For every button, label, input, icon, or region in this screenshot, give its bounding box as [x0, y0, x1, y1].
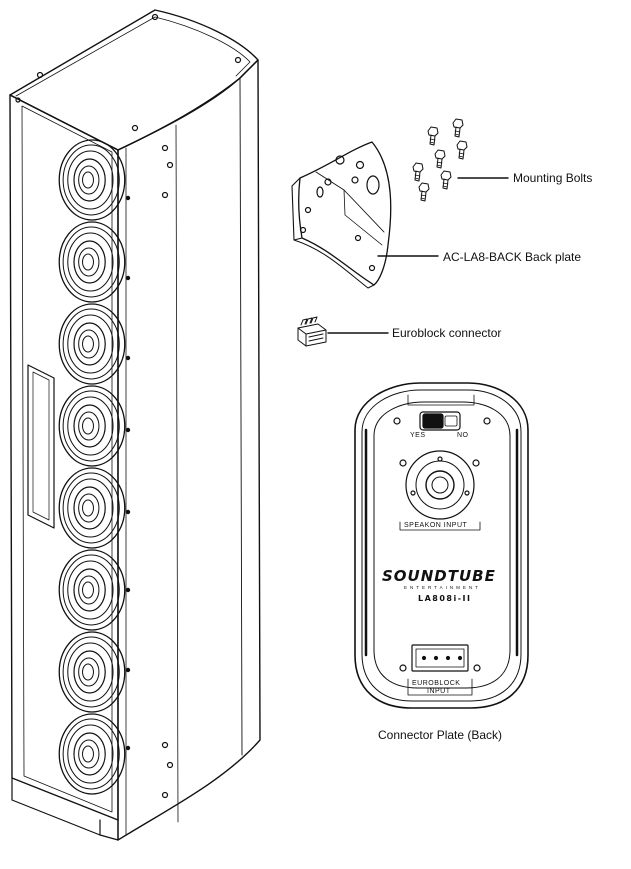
switch-yes-label: YES — [410, 432, 426, 439]
handle-cutout — [27, 364, 55, 529]
plate-slot — [366, 175, 380, 195]
mount-hole — [161, 791, 169, 799]
bolt-icon — [427, 126, 439, 146]
plate-slot — [316, 186, 324, 198]
edge-dot — [125, 509, 131, 515]
plate-hole — [354, 234, 362, 242]
front-edge-dots — [125, 195, 131, 751]
switch-no-label: NO — [457, 432, 469, 439]
plate-hole — [299, 226, 307, 234]
driver-cone — [58, 139, 126, 221]
bolt-icon — [456, 140, 468, 160]
bolt-icon — [412, 162, 424, 182]
back-plate — [291, 141, 392, 289]
driver-cone — [58, 631, 126, 713]
edge-dot — [125, 275, 131, 281]
label-euroblock-connector: Euroblock connector — [392, 326, 502, 340]
bolt-icon — [452, 118, 464, 138]
brand-sub-text: ENTERTAINMENT — [404, 585, 481, 590]
driver-cone — [58, 385, 126, 467]
plate-screw — [473, 664, 481, 672]
label-connector-plate: Connector Plate (Back) — [378, 728, 503, 742]
plate-hole — [368, 264, 376, 272]
euroblock-input-label-1: EUROBLOCK — [412, 680, 461, 687]
label-mounting-bolts: Mounting Bolts — [513, 171, 593, 185]
mounting-bolts — [412, 118, 468, 202]
cabinet-front-panel — [9, 94, 119, 821]
speaker-cabinet — [9, 9, 261, 841]
mount-hole — [161, 191, 169, 199]
edge-dot — [125, 355, 131, 361]
cabinet-top-face — [9, 9, 259, 151]
plate-hole — [324, 178, 332, 186]
driver-array — [58, 139, 126, 795]
driver-cone — [58, 713, 126, 795]
screw-icon — [36, 71, 44, 79]
edge-dot — [125, 195, 131, 201]
edge-dot — [125, 427, 131, 433]
connector-plate — [354, 382, 529, 709]
edge-dot — [125, 667, 131, 673]
mount-hole — [161, 144, 169, 152]
switch-toggle — [422, 413, 444, 429]
plate-screw — [399, 664, 407, 672]
plate-screw — [399, 459, 407, 467]
edge-dot — [125, 587, 131, 593]
plate-hole — [304, 206, 312, 214]
euroblock-input-label-2: INPUT — [427, 688, 451, 695]
label-back-plate: AC-LA8-BACK Back plate — [443, 250, 582, 264]
speakon-input-jack — [405, 450, 475, 520]
driver-cone — [58, 221, 126, 303]
screw-icon — [131, 124, 139, 132]
bolt-icon — [434, 149, 446, 169]
mount-hole — [166, 161, 174, 169]
plate-screw — [483, 417, 491, 425]
driver-cone — [58, 303, 126, 385]
screw-icon — [15, 97, 21, 103]
bolt-icon — [440, 170, 452, 190]
screw-icon — [151, 13, 159, 21]
cabinet-side-panel — [117, 59, 261, 841]
plate-hole — [351, 176, 359, 184]
cabinet-bottom — [11, 777, 119, 841]
plate-hole — [355, 160, 365, 170]
driver-cone — [58, 467, 126, 549]
switch-housing — [419, 411, 461, 431]
screw-icon — [234, 56, 242, 64]
mount-hole — [166, 761, 174, 769]
plate-screw — [472, 459, 480, 467]
model-number: LA808i-II — [418, 594, 472, 603]
brand-logo-text: SOUNDTUBE — [382, 567, 496, 585]
plate-screw — [393, 417, 401, 425]
plate-hole — [335, 155, 345, 165]
mount-hole — [161, 741, 169, 749]
driver-cone — [58, 549, 126, 631]
euroblock-input-jack — [411, 644, 469, 672]
euroblock-connector-icon — [297, 316, 327, 347]
speakon-input-label: SPEAKON INPUT — [404, 522, 468, 529]
bolt-icon — [418, 182, 430, 202]
edge-dot — [125, 745, 131, 751]
